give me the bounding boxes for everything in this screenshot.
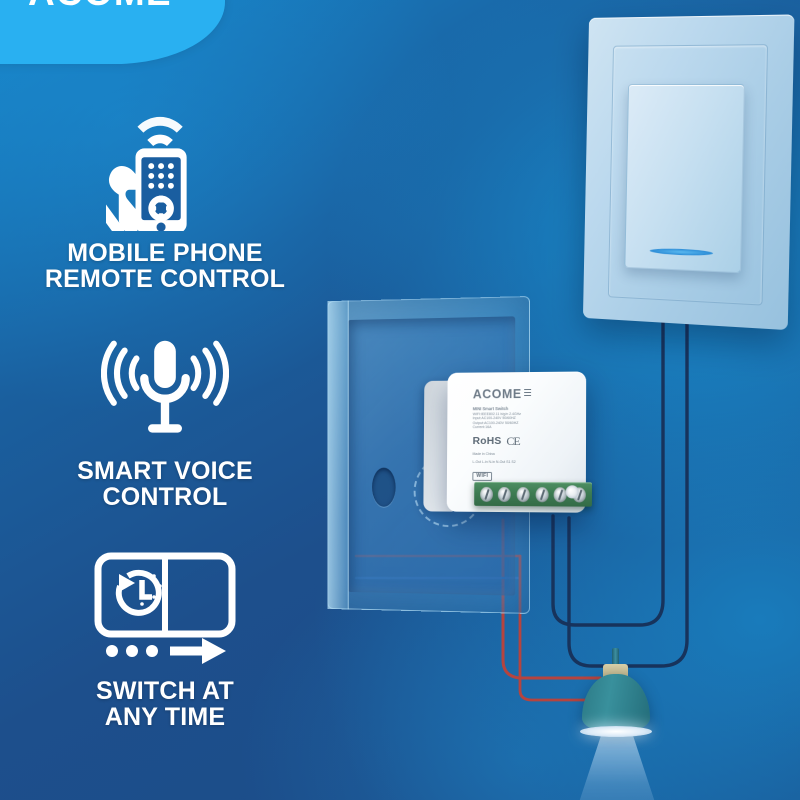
feature-caption-line1: MOBILE PHONE bbox=[67, 239, 263, 267]
switch-rocker-button[interactable] bbox=[624, 83, 745, 274]
wifi-badge: WIFI bbox=[472, 471, 493, 481]
wall-rocker-switch[interactable] bbox=[582, 14, 795, 331]
feature-caption: SMART VOICE CONTROL bbox=[15, 458, 315, 510]
lamp-shade bbox=[582, 674, 650, 732]
ce-mark: CE bbox=[506, 433, 520, 448]
module-brand-bars-icon bbox=[523, 388, 531, 397]
terminal-screw[interactable] bbox=[516, 486, 530, 502]
feature-caption: MOBILE PHONE REMOTE CONTROL bbox=[15, 240, 315, 292]
terminal-screw[interactable] bbox=[535, 486, 549, 502]
module-housing: ACOME MINI Smart Switch WIFI:IEEE802.11 … bbox=[446, 371, 592, 513]
brand-logo-banner: ACOME bbox=[0, 0, 225, 64]
lamp-light-beam bbox=[564, 732, 670, 800]
terminal-screw[interactable] bbox=[554, 486, 568, 502]
feature-caption-line2: CONTROL bbox=[102, 483, 228, 511]
module-label: ACOME MINI Smart Switch WIFI:IEEE802.11 … bbox=[472, 385, 576, 483]
terminal-screw[interactable] bbox=[479, 486, 493, 502]
lamp-rod bbox=[612, 648, 619, 670]
feature-caption: SWITCH AT ANY TIME bbox=[15, 678, 315, 730]
module-brand-text: ACOME bbox=[473, 387, 531, 401]
feature-switch-anytime: SWITCH AT ANY TIME bbox=[15, 550, 315, 730]
switch-timer-clock-arrow-icon bbox=[15, 550, 315, 670]
feature-caption-line2: ANY TIME bbox=[104, 703, 226, 731]
brand-logo-bars-icon bbox=[171, 0, 192, 2]
feature-mobile-remote: MOBILE PHONE REMOTE CONTROL bbox=[15, 112, 315, 292]
switch-indicator-led bbox=[649, 247, 714, 257]
terminal-block[interactable] bbox=[474, 481, 592, 507]
lamp-bulb-glow bbox=[580, 726, 652, 737]
pendant-lamp bbox=[564, 648, 670, 800]
feature-caption-line2: REMOTE CONTROL bbox=[44, 265, 286, 293]
terminal-screw[interactable] bbox=[498, 486, 512, 502]
back-box-edge bbox=[327, 300, 349, 610]
module-terminal-legend: L-Out L-in N-in N-Out S1 S2 bbox=[472, 459, 516, 464]
module-origin: Made in China bbox=[472, 451, 495, 456]
feature-caption-line1: SMART VOICE bbox=[77, 457, 253, 485]
brand-logo-text: ACOME bbox=[28, 0, 172, 14]
hand-holding-phone-remote-icon bbox=[15, 112, 315, 232]
terminal-screw[interactable] bbox=[572, 486, 587, 503]
microphone-soundwaves-icon bbox=[15, 330, 315, 450]
rohs-mark: RoHS bbox=[472, 435, 502, 448]
feature-voice-control: SMART VOICE CONTROL bbox=[15, 330, 315, 510]
module-certifications: RoHS CE bbox=[473, 434, 576, 449]
smart-switch-module[interactable]: ACOME MINI Smart Switch WIFI:IEEE802.11 … bbox=[423, 371, 592, 524]
feature-caption-line1: SWITCH AT bbox=[96, 677, 234, 705]
module-spec-current: Current:16A bbox=[472, 425, 492, 430]
back-box-mount-hole bbox=[372, 467, 396, 507]
